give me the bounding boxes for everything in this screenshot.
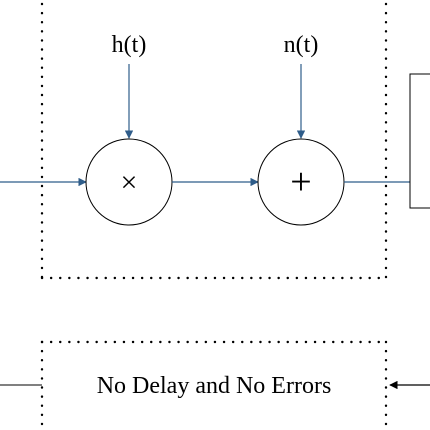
noise-label: n(t) bbox=[284, 32, 319, 58]
channel-gain-label: h(t) bbox=[112, 32, 147, 58]
multiply-symbol: × bbox=[121, 166, 138, 199]
feedback-label: No Delay and No Errors bbox=[97, 373, 332, 399]
receiver-block-edge bbox=[409, 73, 430, 209]
feedback-box-border bbox=[40, 340, 388, 430]
add-symbol: + bbox=[290, 161, 311, 203]
channel-box-border bbox=[40, 2, 388, 280]
